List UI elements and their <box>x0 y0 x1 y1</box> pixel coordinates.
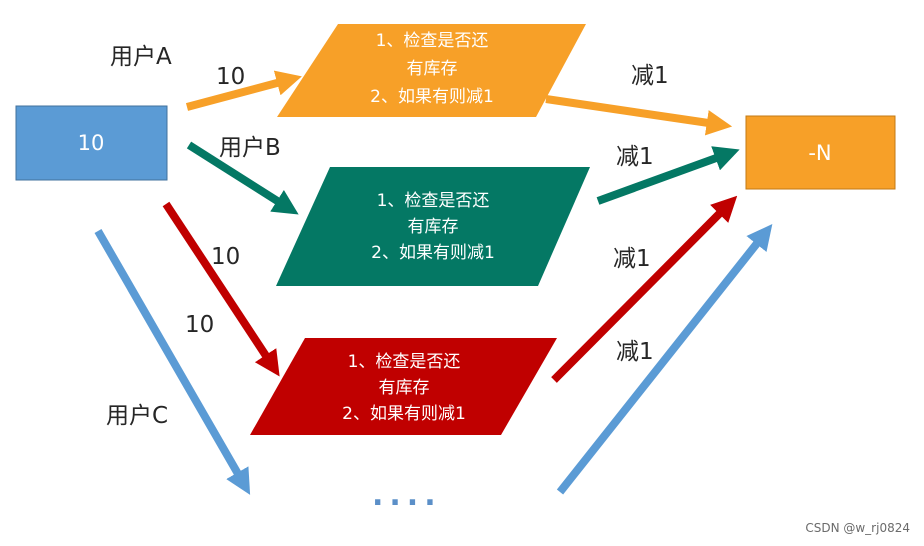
arrow-d-out <box>556 223 773 495</box>
process-a-line2: 有库存 <box>407 59 458 79</box>
arrow-a-in <box>185 70 302 111</box>
process-b-line1: 1、检查是否还 <box>377 191 490 211</box>
process-a-line3: 2、如果有则减1 <box>370 87 494 107</box>
user-c-label: 用户C <box>106 403 168 429</box>
process-c-line3: 2、如果有则减1 <box>342 404 466 424</box>
edge-c-out-label: 减1 <box>613 246 651 272</box>
arrow-d-in <box>94 229 251 495</box>
arrow-c-out <box>551 195 738 383</box>
start-stock-box <box>15 105 168 181</box>
process-a-line1: 1、检查是否还 <box>376 31 489 51</box>
process-b-line3: 2、如果有则减1 <box>371 243 495 263</box>
arrow-b-out <box>596 146 740 205</box>
process-c-shape <box>250 338 557 435</box>
edge-a-out-label: 减1 <box>631 63 669 89</box>
edge-d-out-label: 减1 <box>616 339 654 365</box>
process-c-line1: 1、检查是否还 <box>348 352 461 372</box>
edge-a-in-label: 10 <box>216 64 245 90</box>
result-box <box>745 115 896 190</box>
arrow-a-out <box>545 95 733 136</box>
process-b-line2: 有库存 <box>408 217 459 237</box>
start-stock-label: 10 <box>78 131 105 155</box>
user-a-label: 用户A <box>110 44 172 70</box>
more-users-ellipsis: .... <box>372 478 442 513</box>
process-a-shape <box>277 24 586 117</box>
edge-c-in-label: 10 <box>185 312 214 338</box>
process-c-line2: 有库存 <box>379 378 430 398</box>
watermark: CSDN @w_rj0824 <box>805 521 910 535</box>
process-b-shape <box>276 167 590 286</box>
user-b-label: 用户B <box>219 135 281 161</box>
result-label: -N <box>808 141 831 165</box>
arrow-c-in <box>162 201 280 377</box>
edge-b-in-label: 10 <box>211 244 240 270</box>
arrow-b-in <box>186 141 299 215</box>
edge-b-out-label: 减1 <box>616 144 654 170</box>
